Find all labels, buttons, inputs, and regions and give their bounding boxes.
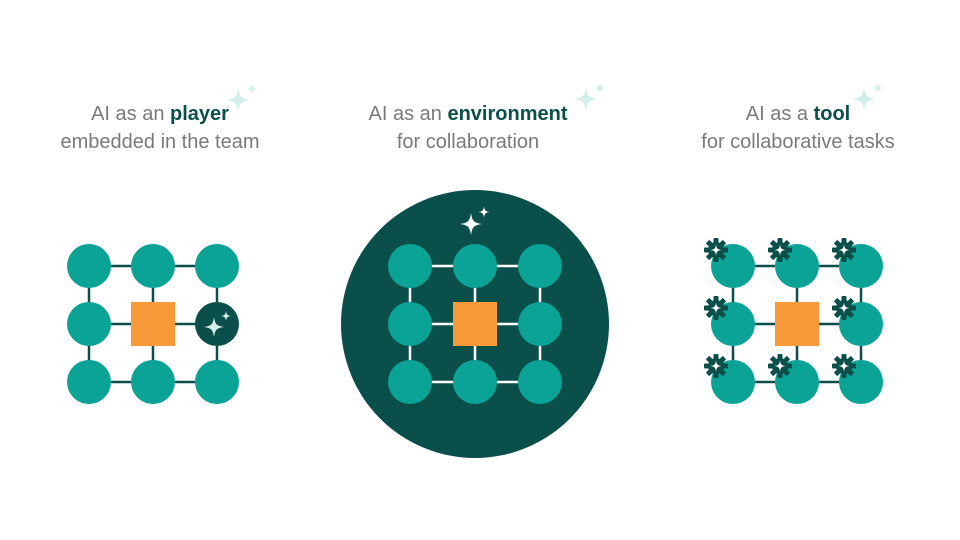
gear-icon xyxy=(704,296,728,320)
team-member-node xyxy=(131,360,175,404)
caption-line-2: embedded in the team xyxy=(60,131,260,153)
caption-line-2: for collaboration xyxy=(396,131,540,153)
caption-line-2: for collaborative tasks xyxy=(701,131,895,153)
sparkle-icon xyxy=(852,82,884,111)
gear-icon xyxy=(704,354,728,378)
caption-line-1: AI as an environment xyxy=(368,103,568,125)
task-square xyxy=(775,302,819,346)
diagram-environment xyxy=(341,190,609,458)
team-member-node xyxy=(67,244,111,288)
diagram-tool xyxy=(704,238,883,404)
caption-emphasis: tool xyxy=(813,103,851,125)
diagram-player xyxy=(67,244,239,404)
task-square xyxy=(131,302,175,346)
caption-line-1: AI as a tool xyxy=(745,103,851,125)
task-square xyxy=(453,302,497,346)
team-member-node xyxy=(67,302,111,346)
caption-ai-environment: AI as an environment for collaboration xyxy=(308,100,628,156)
caption-ai-tool: AI as a tool for collaborative tasks xyxy=(638,100,958,156)
team-member-node xyxy=(67,360,111,404)
caption-emphasis: player xyxy=(170,103,229,125)
sparkle-icon xyxy=(574,82,606,111)
team-member-node xyxy=(518,360,562,404)
gear-icon xyxy=(768,238,792,262)
caption-emphasis: environment xyxy=(447,103,568,125)
team-member-node xyxy=(453,244,497,288)
team-member-node xyxy=(131,244,175,288)
team-member-node xyxy=(388,302,432,346)
sparkle-icon xyxy=(226,83,258,112)
team-member-node xyxy=(518,302,562,346)
team-member-node xyxy=(195,244,239,288)
team-member-node xyxy=(453,360,497,404)
team-member-node xyxy=(518,244,562,288)
team-member-node xyxy=(195,360,239,404)
team-member-node xyxy=(388,360,432,404)
caption-line-1: AI as an player xyxy=(91,103,229,125)
gear-icon xyxy=(768,354,792,378)
caption-ai-player: AI as an player embedded in the team xyxy=(0,100,320,156)
gear-icon xyxy=(704,238,728,262)
gear-icon xyxy=(832,296,856,320)
ai-player-node xyxy=(195,302,239,346)
team-member-node xyxy=(388,244,432,288)
gear-icon xyxy=(832,238,856,262)
gear-icon xyxy=(832,354,856,378)
